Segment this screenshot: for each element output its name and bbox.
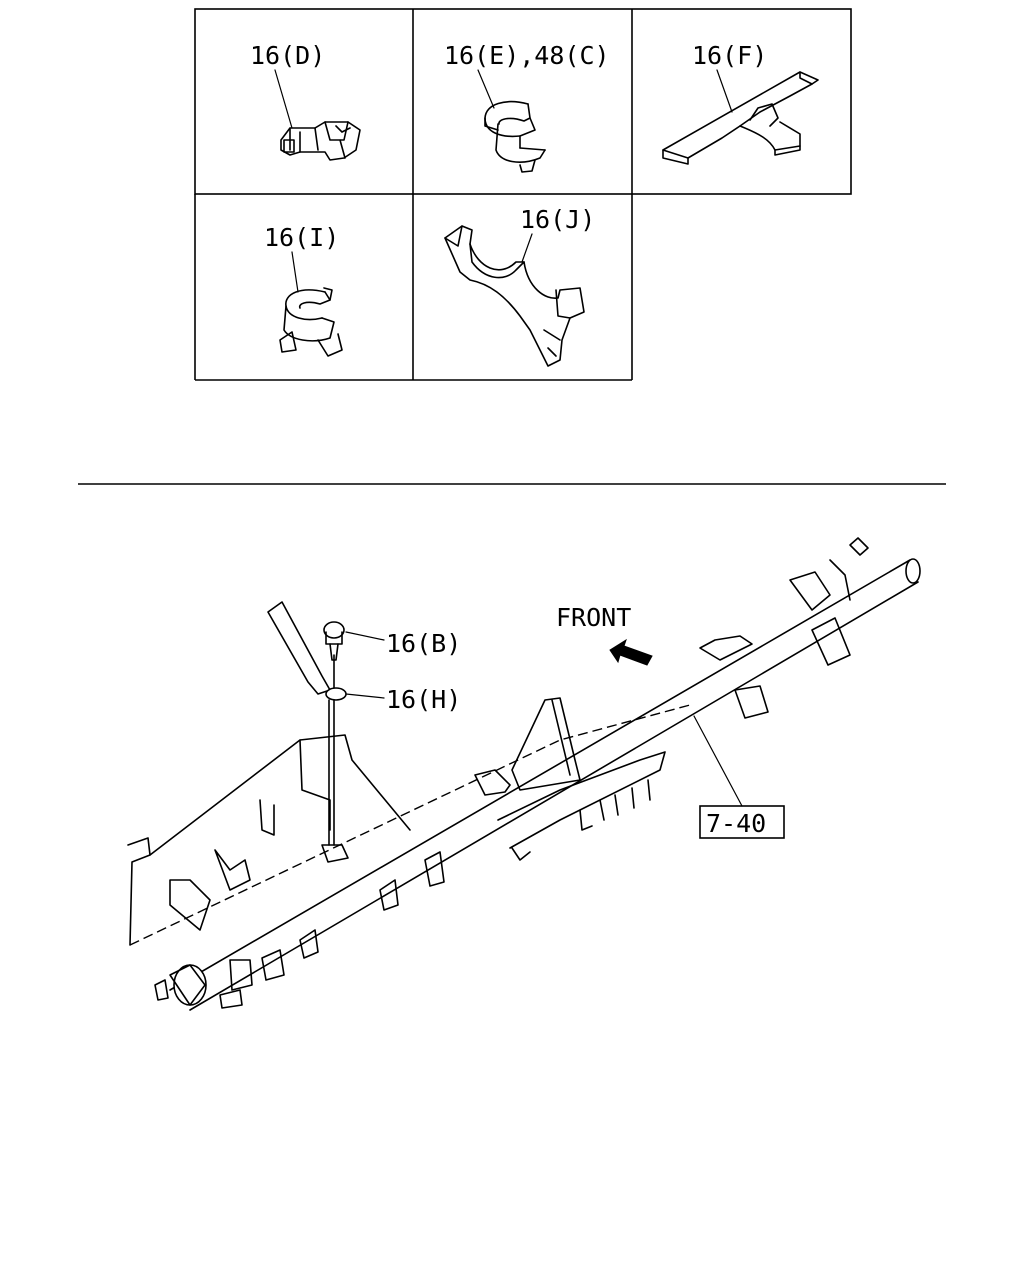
washer-16h-label: 16(H) [386,685,461,714]
cross-beam-assembly [127,537,921,1011]
bolt-16b-label: 16(B) [386,629,461,658]
front-arrow-icon [609,638,653,666]
ref-box [699,805,785,839]
clip-16i-icon [279,287,343,357]
front-label: FRONT [556,603,631,632]
clip-16e-48c-cell: 16(E),48(C) [444,41,610,173]
clip-16i-label: 16(I) [264,223,339,252]
detail-grid [194,8,852,381]
clip-16f-cell: 16(F) [662,41,819,165]
clip-16e-icon [484,100,546,173]
clip-16f-label: 16(F) [692,41,767,70]
ref-7-40-label: 7-40 [706,809,766,838]
bolt-icon [323,621,345,661]
clip-16f-icon [662,71,819,165]
clip-16d-cell: 16(D) [250,41,361,161]
clip-16j-icon [444,225,585,367]
clip-16i-cell: 16(I) [264,223,343,357]
clip-16d-label: 16(D) [250,41,325,70]
clip-16j-label: 16(J) [520,205,595,234]
clip-16j-cell: 16(J) [444,205,595,367]
clip-16d-icon [280,121,361,161]
clip-16e-48c-label: 16(E),48(C) [444,41,610,70]
